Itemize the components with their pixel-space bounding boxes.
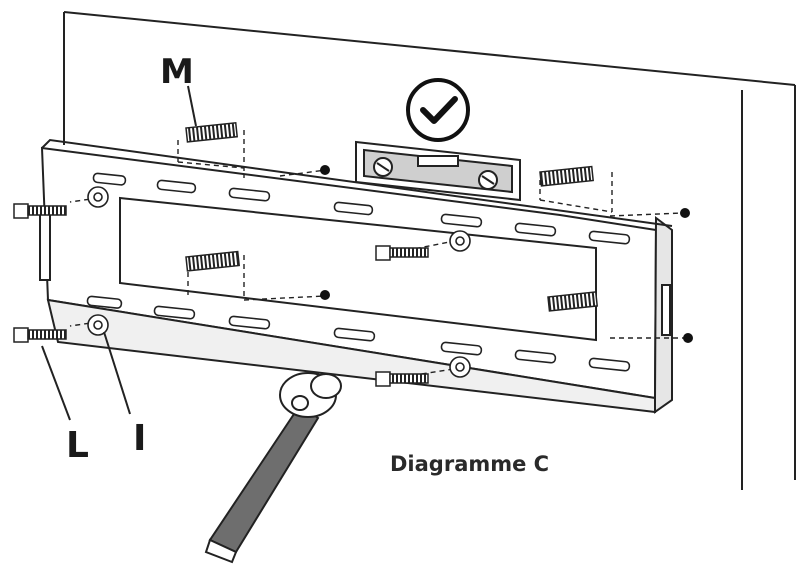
diagram-caption: Diagramme C: [390, 452, 550, 476]
ratchet-wrench-icon: [204, 372, 342, 564]
guide-lines: [69, 130, 686, 379]
wall-holes: [320, 165, 693, 343]
anchor-middle-right: [547, 291, 599, 312]
checkmark-circle-icon: [406, 78, 470, 142]
bolts: [13, 203, 429, 387]
wall-mount-plate: [39, 138, 673, 414]
label-bolt-l: L: [66, 425, 89, 466]
plate-slots: [86, 172, 631, 372]
leader-lines: [41, 85, 197, 421]
label-anchor-m: M: [160, 52, 194, 92]
spirit-level-icon: [355, 140, 521, 202]
washers: [87, 186, 471, 378]
wall-anchors: [185, 121, 599, 312]
label-washer-i: I: [133, 418, 147, 459]
wall: [63, 11, 796, 490]
anchor-top-right: [539, 165, 595, 187]
anchor-middle-left: [185, 250, 241, 272]
anchor-top-left: [185, 121, 239, 143]
